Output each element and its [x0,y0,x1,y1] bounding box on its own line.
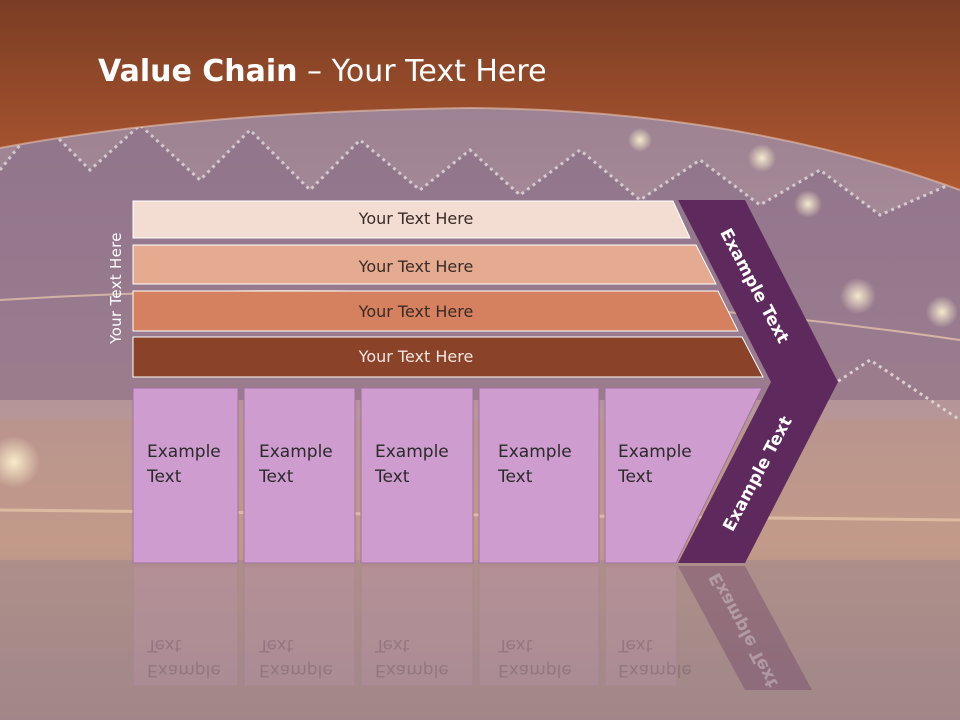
box-2-line-2: Text [259,467,294,487]
box-3-line-2: Text [375,467,410,487]
box-1-reflection-line-2: Text [147,635,182,655]
chevron-arrow [678,200,838,563]
box-2-reflection: Example Text [259,632,333,682]
box-5-line-2: Text [618,467,653,487]
box-3-reflection: Example Text [375,632,449,682]
bar-4 [132,336,764,378]
box-2-reflection-line-1: Example [259,660,333,680]
title-rest: – Your Text Here [297,54,547,89]
box-5-reflection-line-1: Example [618,660,692,680]
box-3 [360,387,474,564]
bar-3 [132,290,739,332]
box-5-reflection: Example Text [618,632,692,682]
box-2-line-1: Example [259,442,333,462]
slide-title: Value Chain – Your Text Here [98,54,547,89]
box-3-reflection-line-2: Text [375,635,410,655]
title-bold: Value Chain [98,54,298,89]
box-1-line-2: Text [147,467,182,487]
box-1-reflection-line-1: Example [147,660,221,680]
box-4-reflection-line-1: Example [498,660,572,680]
box-4-line-2: Text [498,467,533,487]
box-4-reflection: Example Text [498,632,572,682]
box-reflections [132,565,678,687]
bar-1 [132,200,691,239]
box-3-reflection-line-1: Example [375,660,449,680]
box-1-reflection: Example Text [147,632,221,682]
box-3-line-1: Example [375,442,449,462]
box-1-line-1: Example [147,442,221,462]
bar-2 [132,244,717,285]
chevron-reflection [678,566,812,690]
bar-1-label: Your Text Here [358,209,474,228]
box-2-reflection-line-2: Text [259,635,294,655]
box-4 [478,387,600,564]
box-5-reflection-line-2: Text [618,635,653,655]
box-4-line-1: Example [498,442,572,462]
box-5 [604,387,763,564]
bar-4-label: Your Text Here [358,347,474,366]
bar-3-label: Your Text Here [358,302,474,321]
box-1 [132,387,239,564]
box-5-line-1: Example [618,442,692,462]
box-4-reflection-line-2: Text [498,635,533,655]
box-2 [243,387,356,564]
bar-2-label: Your Text Here [358,257,474,276]
